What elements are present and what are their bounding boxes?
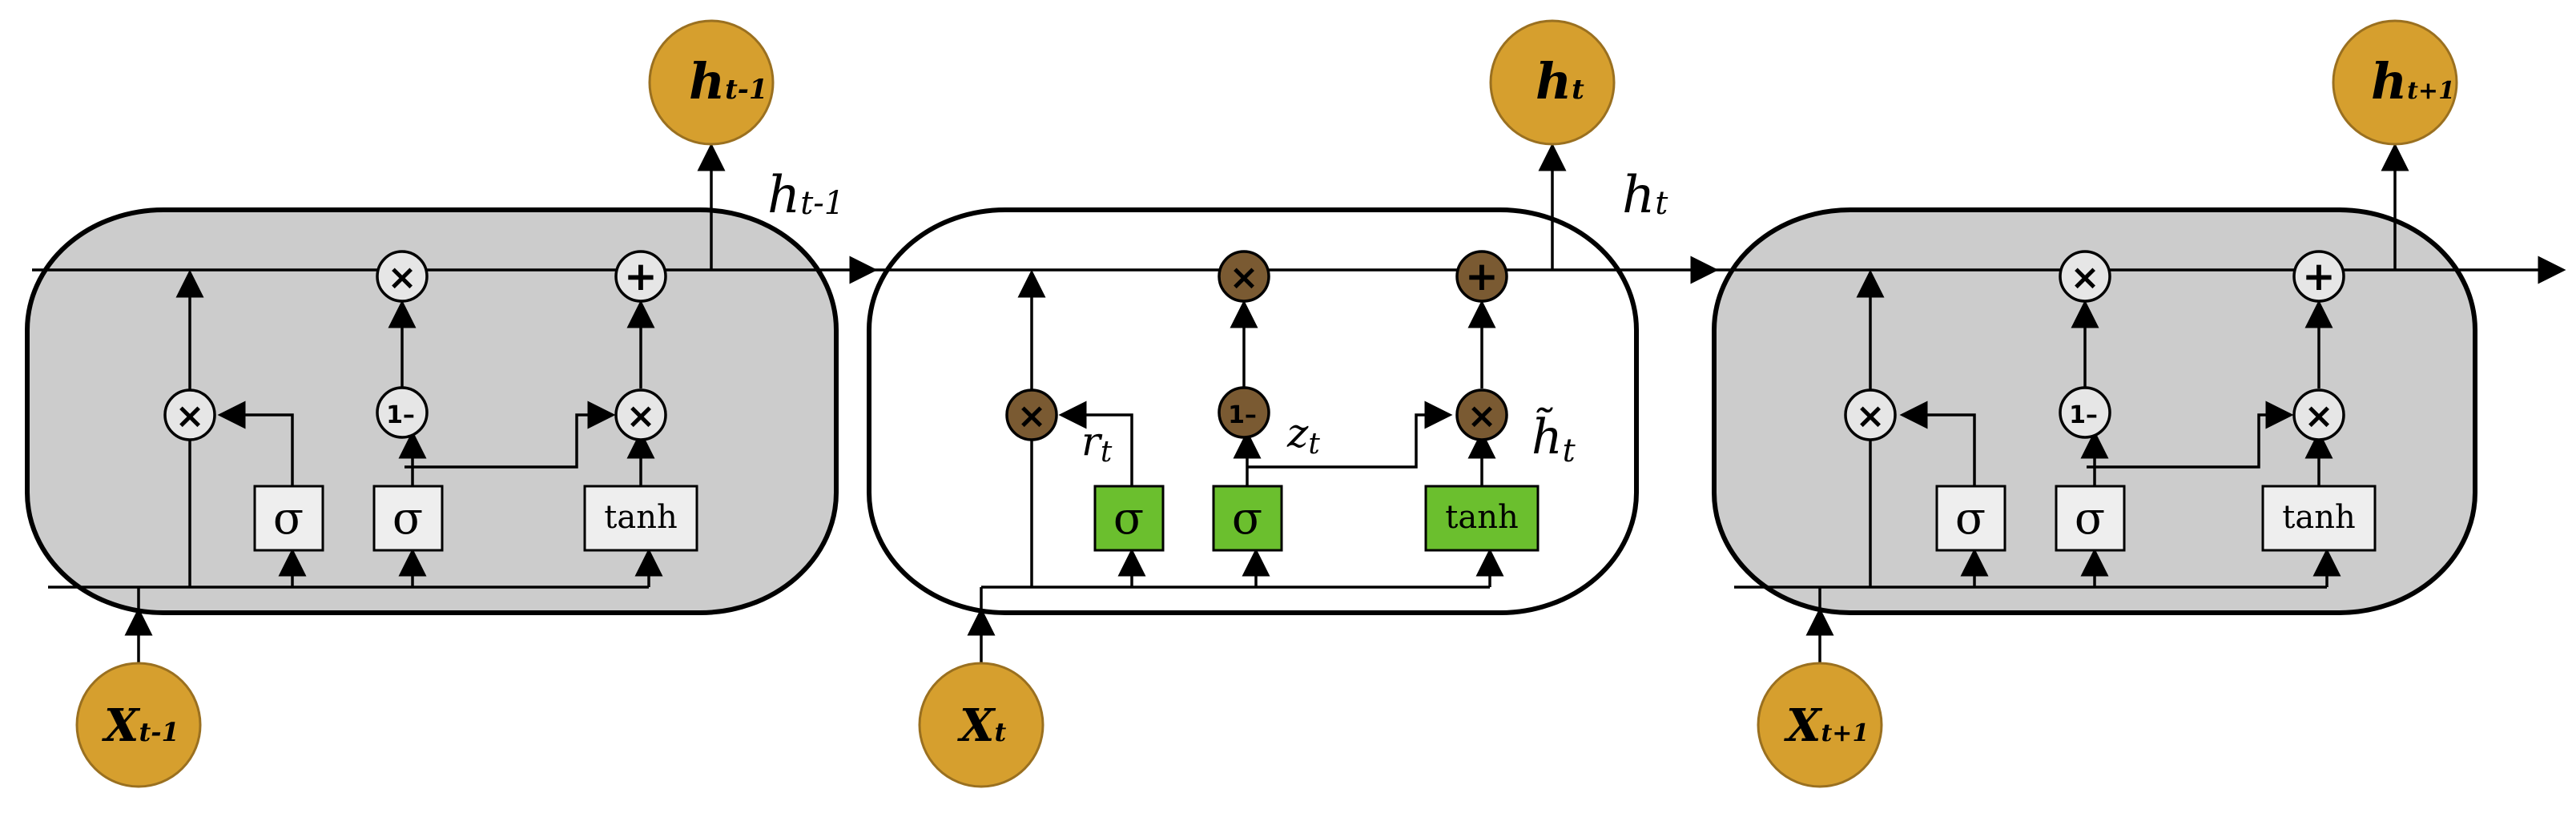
op-left-mult-reset: ×: [163, 388, 216, 441]
output-node-h-t-minus-1: ht-1: [648, 19, 775, 146]
cell-left-internals: [48, 269, 663, 609]
svg-text:×: ×: [175, 396, 205, 437]
svg-text:×: ×: [1230, 257, 1259, 298]
svg-text:+: +: [2302, 253, 2336, 300]
gate-right-tanh: tanh: [2261, 485, 2377, 552]
svg-text:1–: 1–: [2069, 401, 2098, 429]
op-mid-mult-candidate: ×: [1455, 388, 1508, 441]
op-left-mult-top: ×: [376, 250, 429, 303]
svg-text:ht+1: ht+1: [2371, 52, 2455, 111]
op-mid-mult-top: ×: [1218, 250, 1270, 303]
svg-text:Xt: Xt: [957, 699, 1006, 752]
op-left-mult-candidate: ×: [614, 388, 667, 441]
svg-text:+: +: [624, 253, 658, 300]
output-node-h-t: ht: [1489, 19, 1616, 146]
candidate-state-label: h̃t: [1532, 407, 1576, 469]
svg-text:σ: σ: [392, 493, 423, 545]
gate-right-sigma-reset: σ: [1935, 485, 2006, 552]
svg-text:Xt+1: Xt+1: [1784, 699, 1869, 752]
svg-text:tanh: tanh: [1445, 499, 1518, 536]
op-right-mult-candidate: ×: [2292, 388, 2345, 441]
svg-text:tanh: tanh: [604, 499, 677, 536]
op-mid-add: +: [1455, 250, 1508, 303]
svg-text:×: ×: [388, 257, 417, 298]
hidden-label-t-minus-1: ht-1: [767, 166, 844, 225]
svg-text:+: +: [1465, 253, 1499, 300]
input-node-x-t-minus-1: Xt-1: [75, 662, 202, 788]
op-left-add: +: [614, 250, 667, 303]
gate-mid-tanh: tanh: [1424, 485, 1540, 552]
svg-text:σ: σ: [1113, 493, 1144, 545]
svg-text:tanh: tanh: [2282, 499, 2355, 536]
gate-right-sigma-update: σ: [2055, 485, 2126, 552]
svg-text:Xt-1: Xt-1: [102, 699, 179, 752]
svg-text:σ: σ: [273, 493, 304, 545]
op-mid-mult-reset: ×: [1005, 388, 1058, 441]
svg-text:×: ×: [1856, 396, 1886, 437]
op-right-one-minus: 1–: [2059, 386, 2111, 439]
input-node-x-t-plus-1: Xt+1: [1757, 662, 1883, 788]
gate-left-sigma-reset: σ: [253, 485, 324, 552]
output-node-h-t-plus-1: ht+1: [2332, 19, 2458, 146]
hidden-label-t: ht: [1622, 166, 1668, 225]
op-mid-one-minus: 1–: [1218, 386, 1270, 439]
svg-text:×: ×: [1467, 396, 1497, 437]
gate-mid-sigma-reset: σ: [1093, 485, 1165, 552]
svg-text:ht: ht: [1536, 52, 1584, 111]
op-right-mult-top: ×: [2059, 250, 2111, 303]
op-right-mult-reset: ×: [1844, 388, 1897, 441]
reset-gate-label: rt: [1081, 418, 1113, 469]
op-left-one-minus: 1–: [376, 386, 429, 439]
gate-left-tanh: tanh: [583, 485, 698, 552]
input-node-x-t: Xt: [918, 662, 1044, 788]
svg-text:1–: 1–: [1228, 401, 1257, 429]
update-gate-label: zt: [1286, 410, 1320, 461]
svg-text:×: ×: [626, 396, 656, 437]
svg-text:1–: 1–: [386, 401, 415, 429]
op-right-add: +: [2292, 250, 2345, 303]
gate-left-sigma-update: σ: [372, 485, 444, 552]
gate-mid-sigma-update: σ: [1212, 485, 1283, 552]
svg-text:ht-1: ht-1: [689, 52, 768, 111]
svg-text:σ: σ: [1232, 493, 1262, 545]
svg-text:σ: σ: [1955, 493, 1986, 545]
svg-text:σ: σ: [2075, 493, 2105, 545]
svg-text:×: ×: [1017, 396, 1047, 437]
svg-text:×: ×: [2304, 396, 2334, 437]
svg-text:×: ×: [2071, 257, 2100, 298]
